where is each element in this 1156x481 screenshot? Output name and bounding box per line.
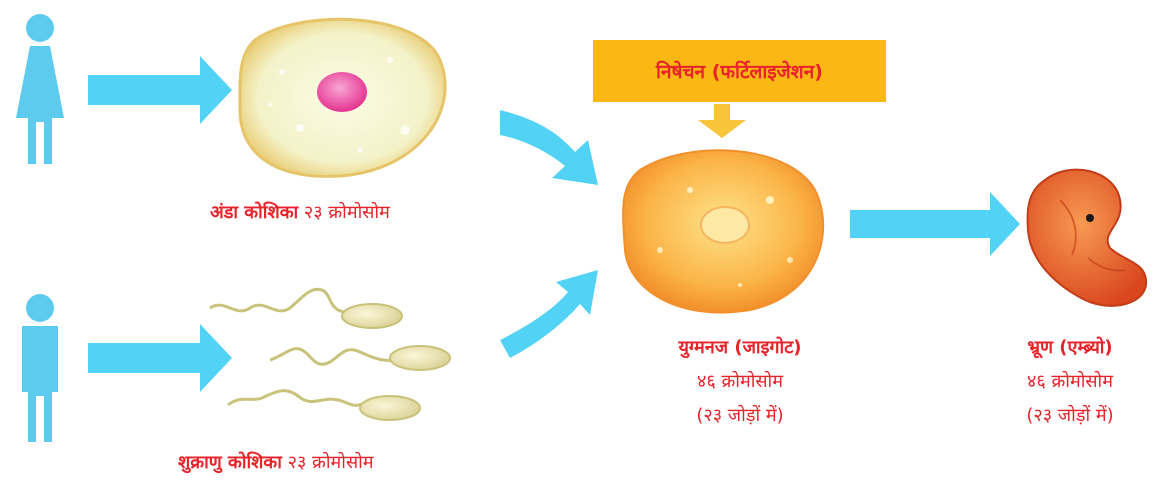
egg-cell bbox=[240, 19, 445, 176]
arrow-egg-to-zygote bbox=[500, 110, 598, 185]
embryo-image bbox=[1028, 170, 1147, 306]
arrow-male-to-sperm bbox=[88, 324, 232, 392]
sperm-cell bbox=[210, 289, 402, 328]
embryo-chromosome-count: ४६ क्रोमोसोम bbox=[990, 369, 1150, 393]
zygote-label: युग्मनज (जाइगोट) ४६ क्रोमोसोम (२३ जोड़ों… bbox=[620, 335, 860, 427]
arrow-sperm-to-zygote bbox=[500, 270, 598, 358]
embryo-pairs: (२३ जोड़ों में) bbox=[990, 403, 1150, 427]
embryo-title: भ्रूण (एम्ब्र्यो) bbox=[990, 335, 1150, 359]
zygote-cell bbox=[623, 150, 823, 312]
zygote-nucleus bbox=[701, 207, 749, 243]
sperm-cell bbox=[228, 391, 420, 420]
arrow-female-to-egg bbox=[88, 56, 232, 124]
egg-chromosome-count: २३ क्रोमोसोम bbox=[298, 202, 390, 223]
sperm-cell-label: शुक्राणु कोशिका २३ क्रोमोसोम bbox=[178, 450, 374, 474]
fertilization-box: निषेचन (फर्टिलाइजेशन) bbox=[593, 40, 886, 102]
zygote-title: युग्मनज (जाइगोट) bbox=[620, 335, 860, 359]
egg-cell-label: अंडा कोशिका २३ क्रोमोसोम bbox=[210, 200, 390, 224]
sperm-cell bbox=[270, 346, 450, 370]
sperm-cell-name: शुक्राणु कोशिका bbox=[178, 452, 282, 473]
female-icon bbox=[16, 14, 64, 164]
egg-cell-name: अंडा कोशिका bbox=[210, 202, 298, 223]
male-icon bbox=[22, 294, 58, 442]
embryo-label: भ्रूण (एम्ब्र्यो) ४६ क्रोमोसोम (२३ जोड़ो… bbox=[990, 335, 1150, 427]
zygote-chromosome-count: ४६ क्रोमोसोम bbox=[620, 369, 860, 393]
egg-nucleus bbox=[317, 72, 367, 112]
fertilization-label: निषेचन (फर्टिलाइजेशन) bbox=[656, 58, 823, 84]
arrow-fertilization-down bbox=[698, 104, 746, 138]
sperm-chromosome-count: २३ क्रोमोसोम bbox=[282, 452, 374, 473]
arrow-zygote-to-embryo bbox=[850, 192, 1020, 256]
zygote-pairs: (२३ जोड़ों में) bbox=[620, 403, 860, 427]
